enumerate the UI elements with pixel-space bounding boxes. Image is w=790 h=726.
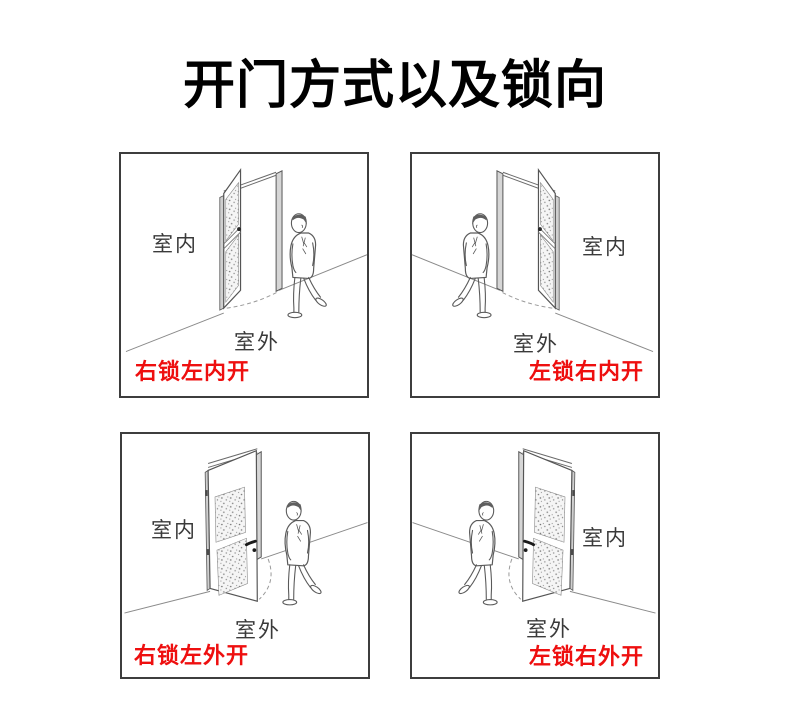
door-swing-arc (508, 558, 522, 600)
door-person-illustration (412, 434, 658, 677)
door-leaf (204, 449, 258, 603)
indoor-label: 室内 (582, 527, 628, 550)
outdoor-label: 室外 (526, 618, 572, 641)
indoor-label: 室内 (151, 519, 197, 542)
indoor-label: 室内 (582, 236, 628, 259)
lock-direction-caption: 左锁右内开 (528, 359, 644, 384)
walking-person-icon (450, 213, 492, 319)
door-person-illustration (412, 154, 658, 396)
door-opening-inward-illustration (412, 167, 654, 353)
panel-right-lock-left-inward: 室内 室外 右锁左内开 (119, 152, 369, 398)
door-swing-arc (258, 558, 272, 600)
lock-direction-caption: 右锁左内开 (135, 359, 251, 384)
panel-right-lock-left-outward: 室内 室外 右锁左外开 (120, 432, 370, 679)
hinge-icon (206, 549, 210, 556)
outdoor-label: 室外 (234, 331, 280, 354)
door-leaf (537, 167, 560, 311)
floor-line (124, 522, 368, 614)
lock-dot-icon (537, 227, 542, 232)
floor-line (412, 522, 656, 614)
door-leaf (522, 449, 576, 603)
walking-person-icon (457, 500, 498, 606)
door-leaf (219, 167, 242, 311)
outdoor-label: 室外 (513, 333, 559, 356)
hinge-icon (570, 549, 574, 556)
lock-dot-icon (237, 227, 242, 232)
panel-left-lock-right-outward: 室内 室外 左锁右外开 (410, 432, 660, 679)
door-opening-outward-illustration (124, 448, 368, 614)
lock-cylinder-icon (523, 548, 528, 552)
door-swing-arc (501, 291, 553, 309)
hinge-icon (572, 490, 575, 496)
door-person-illustration (122, 434, 368, 677)
door-handle-icon (245, 539, 257, 547)
door-swing-arc (226, 291, 278, 309)
door-opening-inward-illustration (125, 167, 367, 353)
lock-direction-caption: 右锁左外开 (134, 643, 250, 668)
indoor-label: 室内 (152, 233, 198, 256)
walking-person-icon (282, 500, 323, 606)
page-title: 开门方式以及锁向 (182, 57, 607, 115)
lock-cylinder-icon (252, 548, 257, 552)
outdoor-label: 室外 (235, 619, 281, 642)
walking-person-icon (287, 213, 329, 319)
door-person-illustration (121, 154, 367, 396)
panel-left-lock-right-inward: 室内 室外 左锁右内开 (410, 152, 660, 398)
hinge-icon (205, 490, 208, 496)
door-handle-icon (523, 539, 535, 547)
door-opening-outward-illustration (412, 448, 656, 614)
lock-direction-caption: 左锁右外开 (528, 644, 644, 669)
